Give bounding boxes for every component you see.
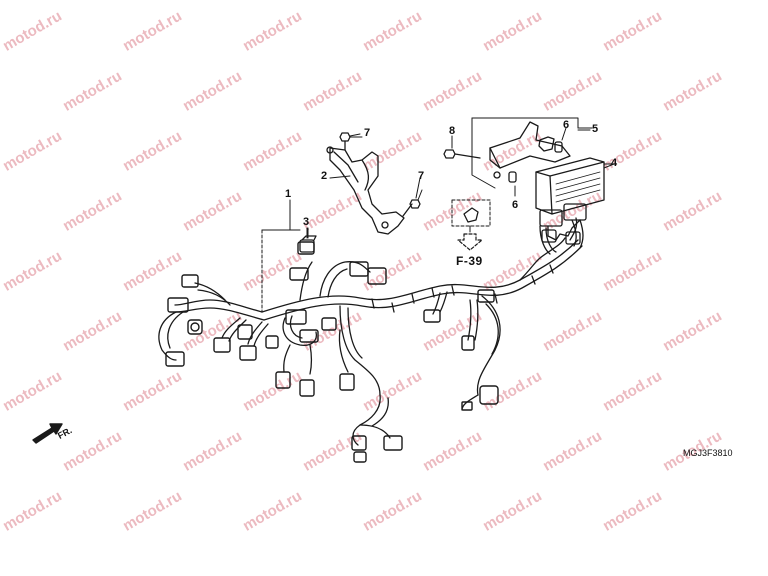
- callout-5: 5: [592, 123, 599, 135]
- wire-harness: [158, 199, 583, 446]
- callout-8: 8: [449, 125, 456, 137]
- callout-6-lower: 6: [512, 199, 519, 211]
- callout-3: 3: [303, 216, 310, 228]
- connector-cover: [299, 227, 317, 253]
- callout-leaders: [307, 129, 613, 239]
- callout-4: 4: [611, 157, 618, 169]
- bracket-stay: [326, 132, 423, 235]
- front-arrow-icon: [32, 423, 63, 444]
- reference-arrow: [457, 233, 483, 251]
- callout-1: 1: [285, 188, 292, 200]
- callout-2: 2: [321, 170, 328, 182]
- diagram-code: MGJ3F3810: [683, 448, 733, 458]
- callout-7-upper: 7: [364, 127, 371, 139]
- callout-6-upper: 6: [563, 119, 570, 131]
- callout-7-lower: 7: [418, 170, 425, 182]
- reference-label: F-39: [456, 254, 483, 268]
- harness-connectors: [165, 241, 499, 463]
